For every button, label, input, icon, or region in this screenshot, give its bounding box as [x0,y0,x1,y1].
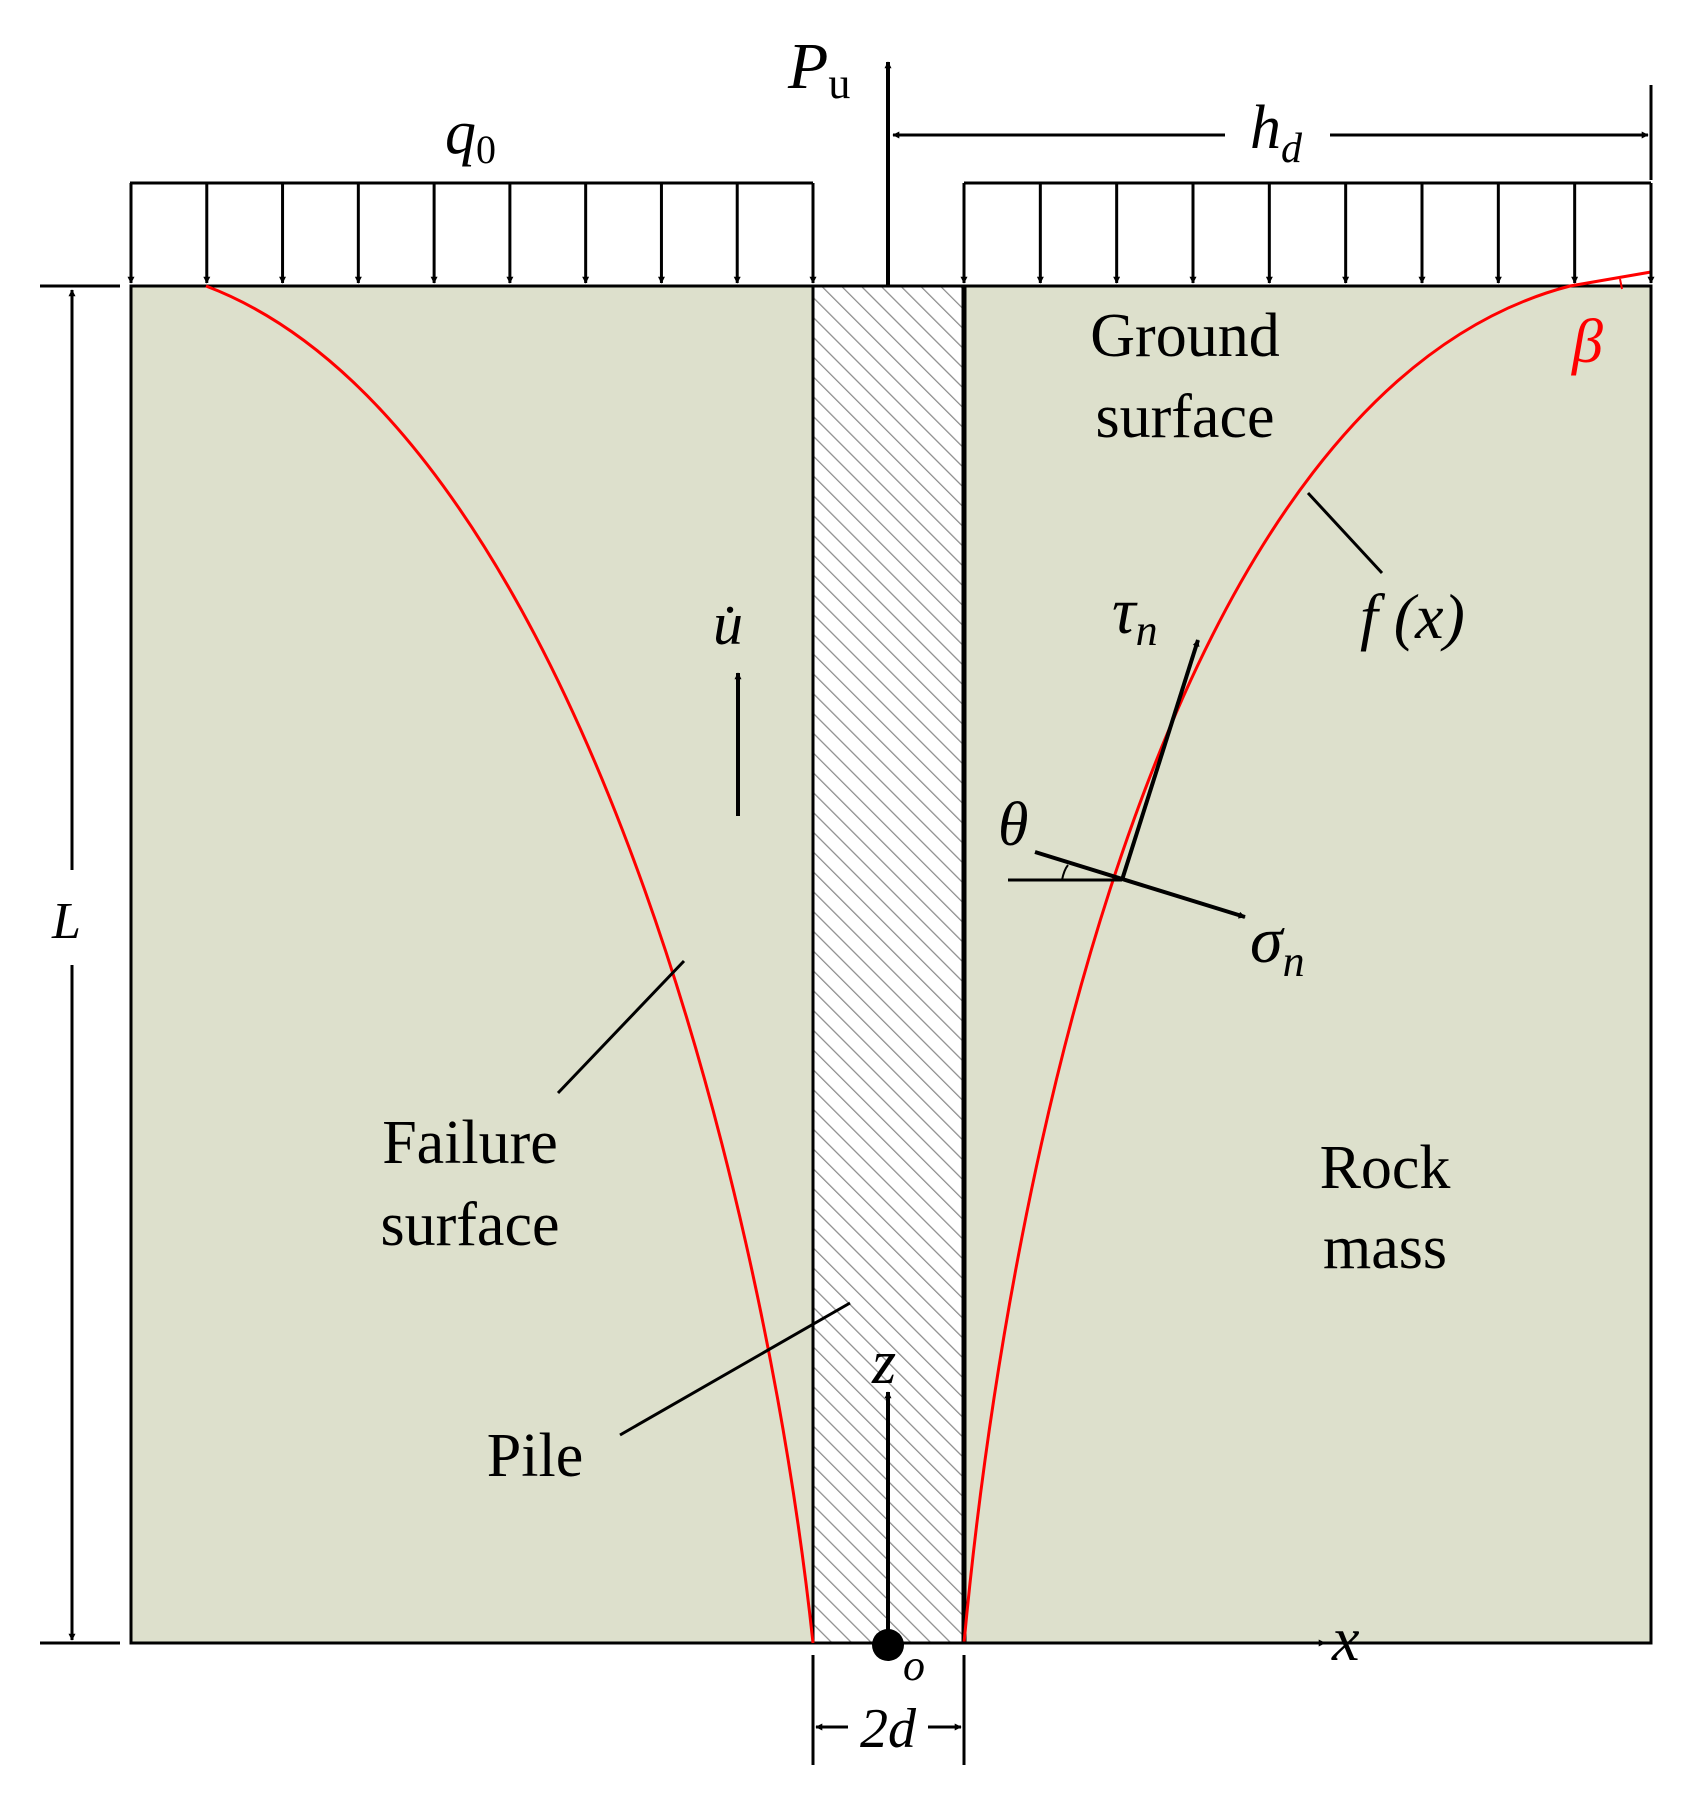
load-q0-right [960,181,1655,284]
failure-surface-label-1: Failure [382,1109,558,1177]
rock-mass-label-1: Rock [1320,1134,1451,1202]
load-q0-left [127,181,817,284]
origin-point [872,1629,904,1661]
failure-curve-left [205,284,815,1644]
failure-surface-leader [556,959,686,1095]
pile-leader [619,1301,851,1437]
hd-label: hd [1250,94,1303,172]
tau-n-arrow [1120,639,1200,881]
rock-mass-label-2: mass [1323,1214,1447,1282]
tau-n-label: τn [1112,575,1158,655]
beta-angle-mark [1619,278,1623,290]
rock-mass-right [962,284,1653,1645]
sigma-n-label: σn [1250,904,1305,986]
ground-surface-label-1: Ground [1090,302,1279,370]
theta-label: θ [998,791,1028,859]
fx-leader [1306,491,1384,575]
q0-label: q0 [445,99,496,172]
theta-arc [1061,864,1069,881]
failure-surface-label-2: surface [381,1191,560,1259]
sigma-n-arrow [1034,850,1246,919]
beta-label: β [1571,308,1603,376]
origin-label: o [903,1641,925,1690]
z-label: z [871,1329,896,1397]
failure-curve-right [962,270,1652,1644]
x-label: x [1331,1606,1360,1674]
l-label: L [51,893,81,950]
two-d-label: 2d [860,1698,917,1760]
rock-mass-left [129,284,815,1645]
u-dot-label: u̇ [713,591,743,657]
ground-surface-label-2: surface [1096,383,1275,451]
pu-label: Pu [787,30,850,108]
fx-label: f (x) [1360,581,1465,652]
pile-label: Pile [487,1422,583,1490]
